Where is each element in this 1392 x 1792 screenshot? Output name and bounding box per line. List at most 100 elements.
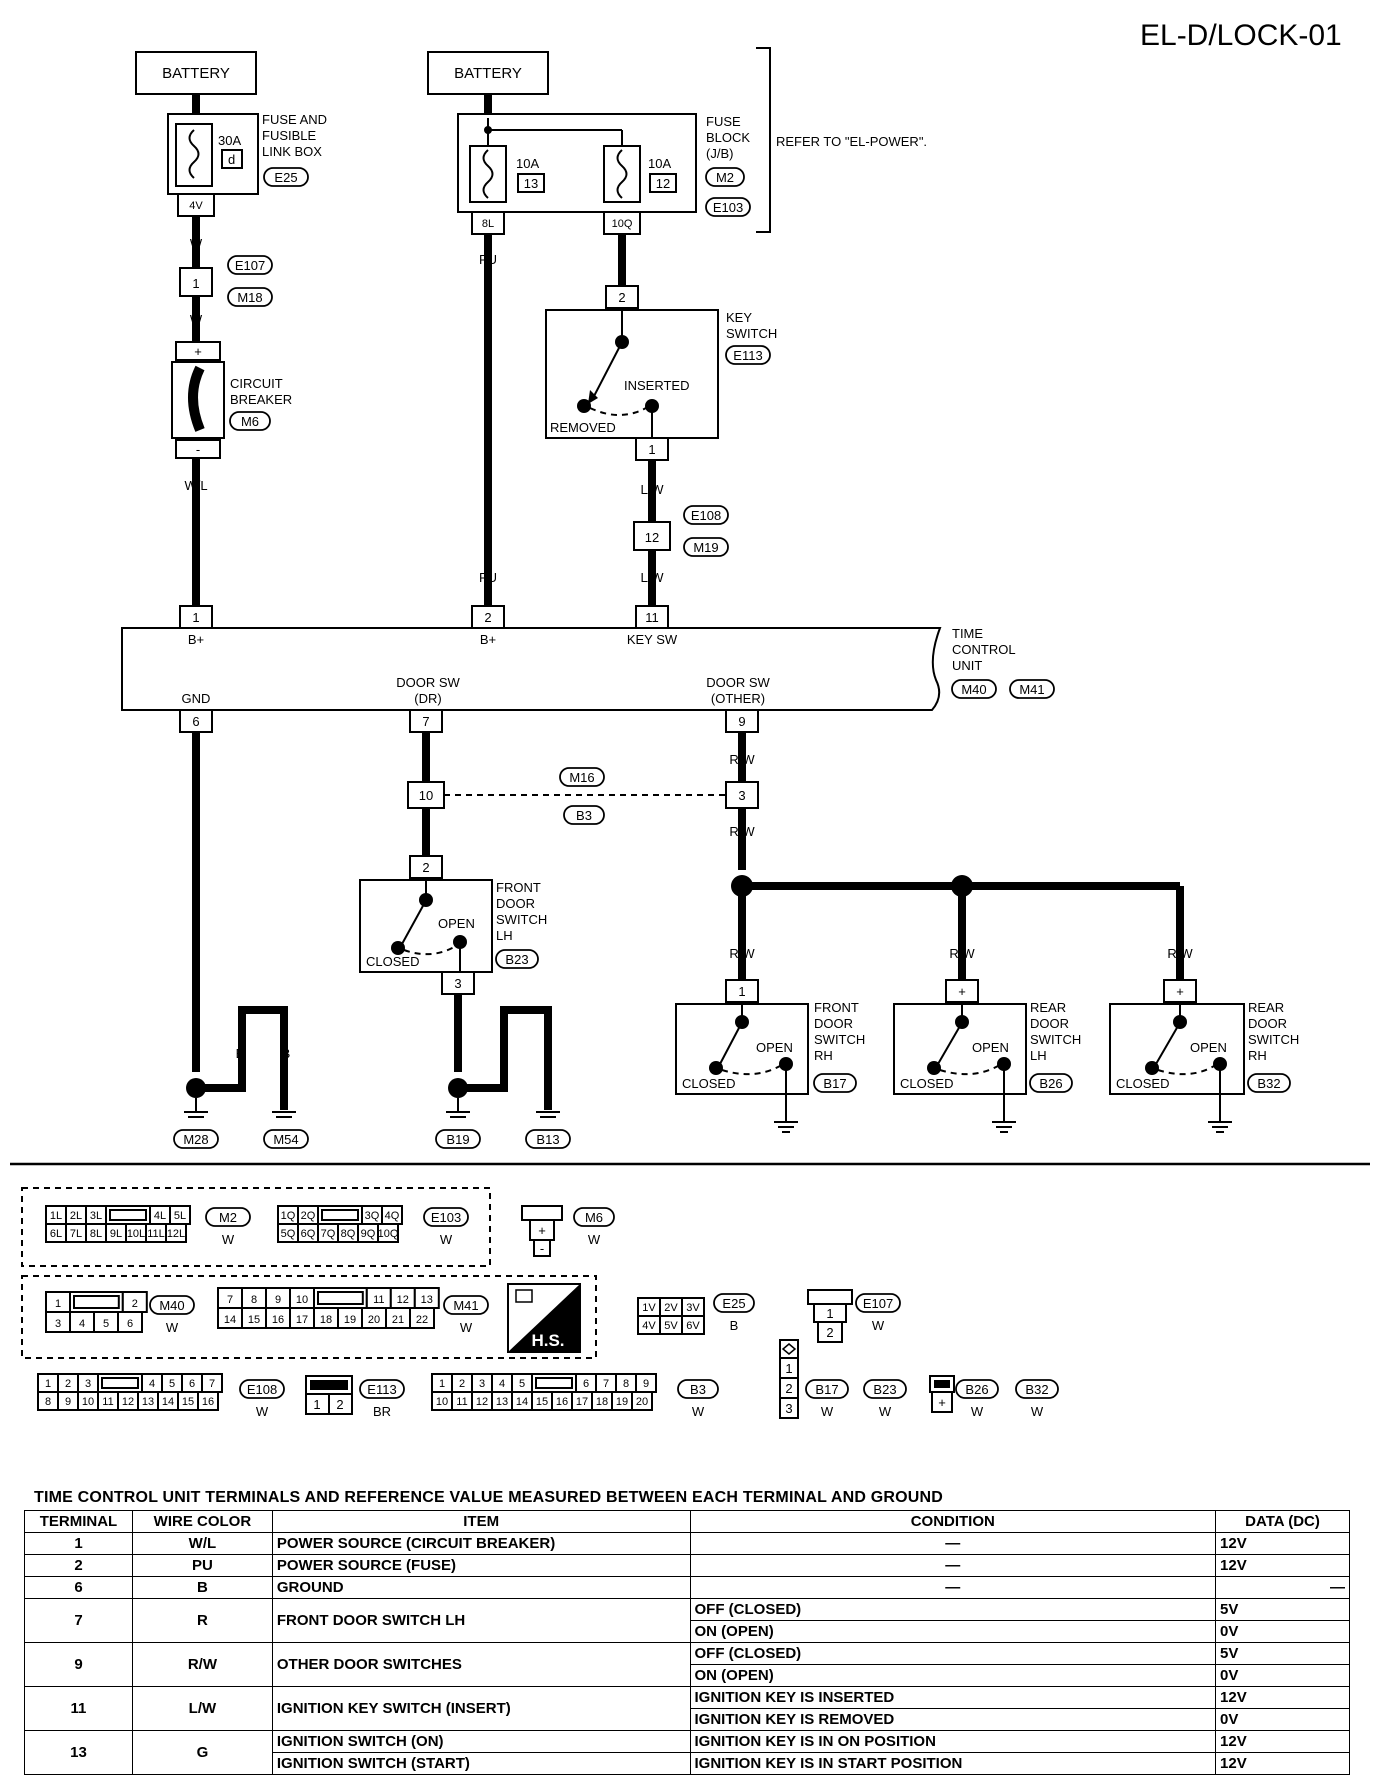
front-door-lh-label-2: DOOR	[496, 896, 535, 911]
connector-e25-pin: 1V	[642, 1302, 656, 1314]
tcu-pin-2-name: B+	[480, 632, 496, 647]
connector-b3-pin: 20	[636, 1396, 648, 1408]
fusible-link-letter: d	[228, 152, 235, 167]
page-code: EL-D/LOCK-01	[1140, 19, 1342, 52]
connector-view-b17-b23: 1 2 3	[779, 1339, 799, 1419]
connector-m41-pin: 20	[368, 1314, 380, 1326]
connector-m2-pin: 7L	[70, 1228, 82, 1240]
wire-label-rw-5: R/W	[1167, 946, 1193, 961]
table-title: TIME CONTROL UNIT TERMINALS AND REFERENC…	[34, 1489, 944, 1506]
connector-m6-plus: +	[538, 1223, 546, 1238]
terminal-cell: 13	[24, 1730, 133, 1775]
item-cell: FRONT DOOR SWITCH LH	[271, 1598, 691, 1643]
wire-cell: G	[131, 1730, 273, 1775]
connector-m41-pin: 19	[344, 1314, 356, 1326]
header-terminal: TERMINAL	[24, 1510, 133, 1533]
connector-b3-pin: 6	[583, 1378, 589, 1390]
fuse-12-terminal: 10Q	[612, 218, 633, 230]
connector-e108-id: E108	[247, 1382, 277, 1397]
condition-cell: IGNITION KEY IS IN START POSITION	[689, 1752, 1217, 1775]
connector-e103-pin: 3Q	[365, 1210, 380, 1222]
connector-b23-id: B23	[873, 1382, 896, 1397]
terminal-cell: 11	[24, 1686, 133, 1731]
rear-door-lh-closed: CLOSED	[900, 1076, 953, 1091]
front-door-lh-open: OPEN	[438, 916, 475, 931]
ground-m28: M28	[183, 1132, 208, 1147]
wire-label-r-3: R	[421, 824, 430, 839]
fuse-block-connector-m2: M2	[716, 170, 734, 185]
fuse-13-number: 13	[524, 176, 538, 191]
table-row: IGNITION KEY IS REMOVED 0V	[25, 1708, 1350, 1731]
connector-b3-pin: 2	[459, 1378, 465, 1390]
connector-e103-pin: 5Q	[281, 1228, 296, 1240]
fuse-13-rating: 10A	[516, 156, 539, 171]
wire-cell: PU	[131, 1554, 273, 1577]
fuse-block-label-2: BLOCK	[706, 130, 750, 145]
item-cell: OTHER DOOR SWITCHES	[271, 1642, 691, 1687]
fusible-link-label-2: FUSIBLE	[262, 128, 317, 143]
connector-m2-pin: 1L	[50, 1210, 62, 1222]
header-wire-color: WIRE COLOR	[131, 1510, 273, 1533]
tcu-pin-7-sub: (DR)	[414, 691, 441, 706]
item-cell: POWER SOURCE (FUSE)	[271, 1554, 691, 1577]
connector-e108-pin: 1	[45, 1378, 51, 1390]
fuse-block-connector-e103: E103	[713, 200, 743, 215]
condition-cell: ON (OPEN)	[689, 1664, 1217, 1687]
tcu-connector-m41: M41	[1019, 682, 1044, 697]
connector-b3-pin: 14	[516, 1396, 528, 1408]
connector-e113-id: E113	[367, 1382, 396, 1397]
connector-e108-pin: 13	[142, 1396, 154, 1408]
connector-m2-pin: 5L	[174, 1210, 186, 1222]
tcu-pin-7-name: DOOR SW	[396, 675, 460, 690]
rear-door-rh-label-1: REAR	[1248, 1000, 1284, 1015]
wire-label-r-1: R	[617, 252, 626, 267]
terminal-cell: 1	[24, 1532, 133, 1555]
connector-b3-pin: 16	[556, 1396, 568, 1408]
connector-b3-pin: 11	[456, 1396, 467, 1408]
connector-m41-pin: 11	[373, 1294, 384, 1306]
rear-door-rh-connector: B32	[1257, 1076, 1280, 1091]
wire-label-pu-2: PU	[479, 570, 497, 585]
connector-e108-pin: 14	[162, 1396, 174, 1408]
front-door-lh-closed: CLOSED	[366, 954, 419, 969]
terminal-cell: 2	[24, 1554, 133, 1577]
connector-e108-pin: 12	[122, 1396, 134, 1408]
joint-e108-label: E108	[691, 508, 721, 523]
connector-b3-pin: 5	[519, 1378, 525, 1390]
tcu-pin-9-sub: (OTHER)	[711, 691, 765, 706]
connector-e103-pin: 1Q	[281, 1210, 296, 1222]
tcu-pin-6: 6	[192, 714, 199, 729]
fusible-link-label-3: LINK BOX	[262, 144, 322, 159]
tcu-label-1: TIME	[952, 626, 983, 641]
table-header-row: TERMINAL WIRE COLOR ITEM CONDITION DATA …	[24, 1510, 1350, 1533]
joint-e107-label: E107	[235, 258, 265, 273]
circuit-breaker-label-1: CIRCUIT	[230, 376, 283, 391]
connector-b3-pin: 13	[496, 1396, 508, 1408]
wire-label-rw-4: R/W	[949, 946, 975, 961]
connector-m40-pin: 4	[79, 1318, 85, 1330]
connector-b26-id: B26	[965, 1382, 988, 1397]
header-data: DATA (DC)	[1215, 1510, 1350, 1533]
circuit-breaker-plus: +	[194, 344, 202, 359]
rear-door-lh-open: OPEN	[972, 1040, 1009, 1055]
wire-label-lw-2: L/W	[640, 570, 664, 585]
item-cell: POWER SOURCE (CIRCUIT BREAKER)	[271, 1532, 691, 1555]
rear-door-lh-pin: +	[958, 984, 966, 999]
connector-m6-id: M6	[585, 1210, 603, 1225]
connector-e25-pin: 6V	[686, 1320, 700, 1332]
connector-e25-pin: 5V	[664, 1320, 678, 1332]
front-door-rh-label-4: RH	[814, 1048, 833, 1063]
connector-m2-pin: 2L	[70, 1210, 82, 1222]
circuit-breaker-connector: M6	[241, 414, 259, 429]
connector-e108-pin: 8	[45, 1396, 51, 1408]
front-door-lh-connector: B23	[505, 952, 528, 967]
ground-b13: B13	[536, 1132, 559, 1147]
front-door-rh-label-3: SWITCH	[814, 1032, 865, 1047]
connector-view-m6: + -	[521, 1205, 563, 1257]
joint-b3-label: B3	[576, 808, 592, 823]
fusible-link-terminal: 4V	[189, 200, 203, 212]
fusible-link-rating: 30A	[218, 133, 241, 148]
key-switch-removed: REMOVED	[550, 420, 616, 435]
